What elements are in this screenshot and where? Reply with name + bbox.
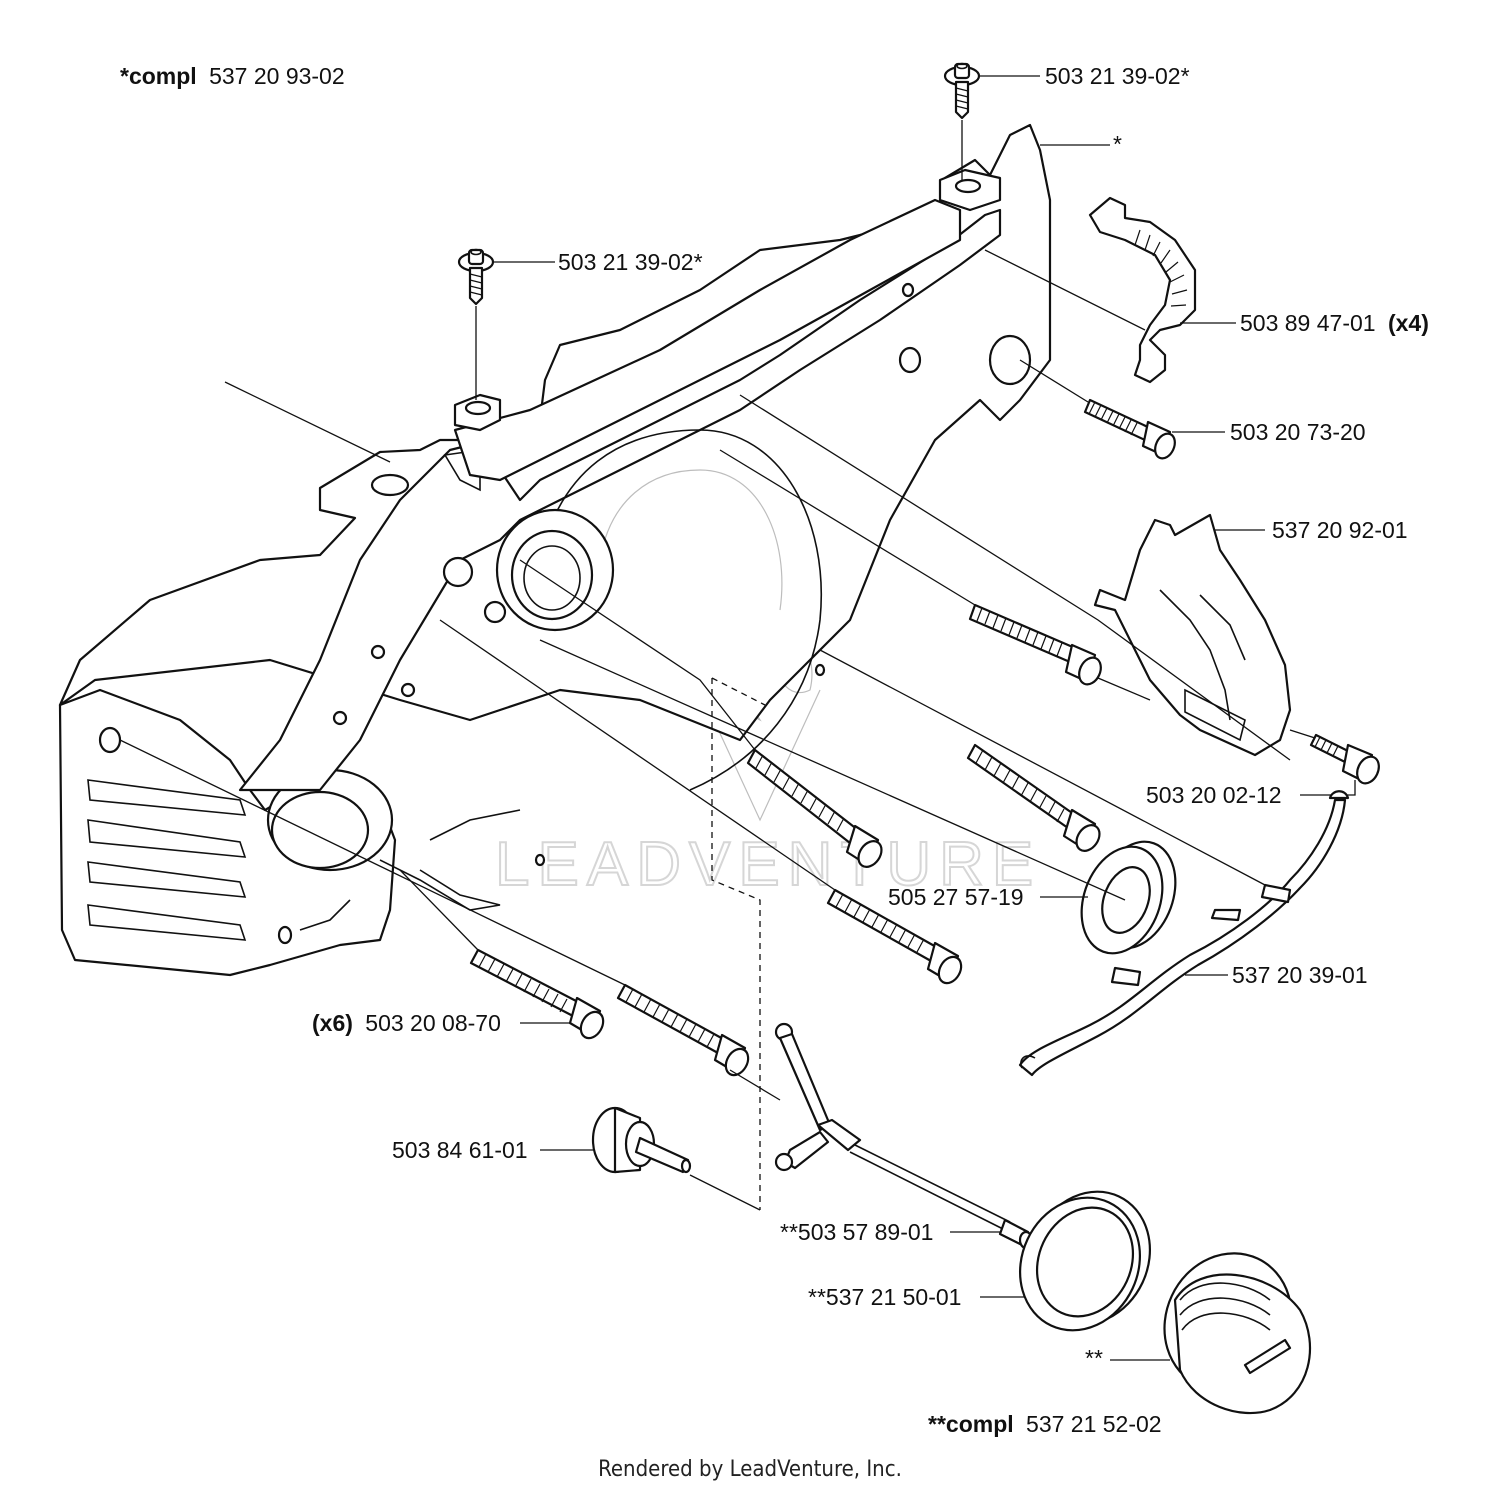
label-filter-hose: **503 57 89-01 <box>780 1219 933 1245</box>
filter-hose <box>729 1022 1034 1250</box>
footer-credit: Rendered by LeadVenture, Inc. <box>598 1457 902 1482</box>
long-screws-qty: (x6) <box>312 1010 353 1036</box>
dashed-leader <box>711 678 761 1210</box>
chain-catcher-qty: (x4) <box>1388 310 1429 336</box>
oil-hose <box>819 649 1350 1077</box>
label-plug: 503 84 61-01 <box>392 1137 528 1163</box>
label-long-screws: (x6) 503 20 08-70 <box>312 1010 501 1036</box>
label-bolt-top-left: 503 21 39-02* <box>558 249 703 275</box>
screw-guard <box>1289 729 1380 796</box>
screw-catcher <box>1019 359 1225 460</box>
long-screws-number: 503 20 08-70 <box>365 1010 501 1036</box>
leader-screws-c <box>119 739 626 986</box>
label-cap-seal: **537 21 50-01 <box>808 1284 961 1310</box>
guard-plate <box>1093 513 1292 757</box>
chain-catcher-number: 503 89 47-01 <box>1240 310 1376 336</box>
long-screw-5 <box>469 948 605 1040</box>
leader-screws-a <box>519 559 756 751</box>
dashed-leader-top <box>711 677 766 706</box>
label-seal: 505 27 57-19 <box>888 884 1024 910</box>
label-compl-top: *compl 537 20 93-02 <box>120 63 345 89</box>
long-screw-4 <box>826 888 963 985</box>
crankcase-housing <box>58 123 1052 977</box>
label-screw-catcher: 503 20 73-20 <box>1230 419 1366 445</box>
label-bolt-top-right: 503 21 39-02* <box>1045 63 1190 89</box>
bolt-top-right <box>943 62 1040 180</box>
label-chain-catcher: 503 89 47-01 (x4) <box>1240 310 1429 336</box>
label-cover-star: * <box>1113 131 1122 157</box>
label-screw-guard: 503 20 02-12 <box>1146 782 1282 808</box>
seal-ring <box>539 639 1177 955</box>
leader-screws-d <box>399 869 479 951</box>
bolt-top-left <box>457 248 555 400</box>
chain-catcher <box>984 196 1236 384</box>
plug <box>540 1106 761 1211</box>
long-screw-1 <box>719 449 1151 701</box>
compl-top-number: 537 20 93-02 <box>209 63 345 89</box>
long-screw-3 <box>746 748 883 868</box>
compl-bottom-number: 537 21 52-02 <box>1026 1411 1162 1437</box>
cap <box>1110 1252 1312 1415</box>
leader-housing <box>224 381 391 463</box>
svg-text:**compl 537 21 52-02: **compl 537 21 52-02 <box>928 1411 1162 1437</box>
label-oil-hose: 537 20 39-01 <box>1232 962 1368 988</box>
svg-text:*compl 537 20 93-02: *compl 537 20 93-02 <box>120 63 345 89</box>
leader-screws-b <box>439 619 836 891</box>
label-compl-bottom: **compl 537 21 52-02 <box>928 1411 1162 1437</box>
compl-top-prefix: *compl <box>120 63 197 89</box>
cap-seal <box>980 1190 1152 1332</box>
compl-bottom-prefix: **compl <box>928 1411 1014 1437</box>
label-guard-plate: 537 20 92-01 <box>1272 517 1408 543</box>
long-screw-6 <box>616 983 750 1077</box>
long-screw-2 <box>739 394 1291 852</box>
label-cap-star: ** <box>1085 1345 1103 1371</box>
